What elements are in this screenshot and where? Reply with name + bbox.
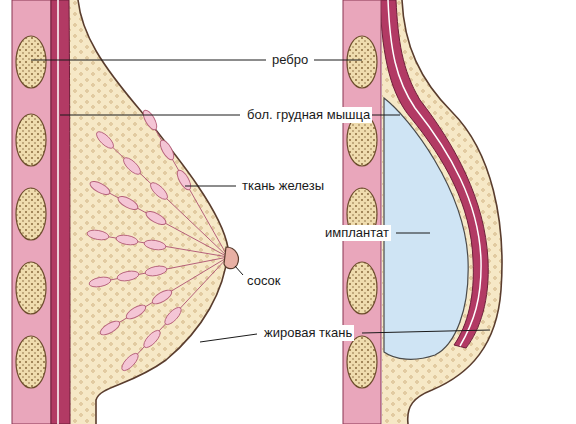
lobule: [88, 275, 111, 288]
part-label: ребро: [270, 52, 310, 68]
leader-line: [396, 233, 430, 234]
leader-line: [314, 60, 362, 61]
gland-ducts: [98, 120, 228, 362]
lobule: [162, 305, 184, 327]
rib: [347, 262, 377, 314]
lobule: [88, 179, 112, 197]
gland-lobules: [86, 108, 193, 373]
part-label: ткань железы: [240, 178, 326, 194]
leader-line: [235, 266, 243, 275]
rib: [16, 336, 46, 388]
lobule: [121, 155, 143, 177]
muscle-fascia: [57, 0, 59, 424]
part-label: сосок: [245, 273, 282, 289]
lobule: [144, 264, 167, 277]
lobule: [86, 229, 109, 242]
rib: [347, 36, 377, 88]
leader-line: [362, 330, 490, 333]
lobule: [175, 168, 194, 192]
part-label: имплантат: [323, 225, 391, 241]
lobule: [94, 129, 116, 151]
intercostal-band: [12, 0, 51, 424]
lobule: [158, 138, 177, 162]
part-label: жировая ткань: [262, 325, 354, 341]
leader-lines: [31, 60, 490, 342]
duct: [105, 140, 228, 257]
leader-line: [370, 115, 400, 116]
lobule: [119, 351, 141, 373]
leader-line: [60, 115, 240, 116]
lobule: [98, 318, 121, 337]
leader-line: [31, 60, 266, 61]
lobule: [141, 108, 160, 132]
natural-breast: [12, 0, 238, 424]
lobule: [116, 194, 140, 212]
lobule: [150, 287, 173, 306]
pectoralis-muscle: [51, 0, 70, 424]
intercostal-band: [343, 0, 381, 424]
duct: [110, 257, 228, 328]
skin-outline: [78, 0, 228, 424]
part-label: бол. грудная мышца: [245, 107, 372, 123]
rib: [16, 36, 46, 88]
lobule: [116, 269, 139, 282]
rib: [16, 262, 46, 314]
lobule: [124, 302, 147, 321]
rib: [16, 188, 46, 240]
rib: [16, 114, 46, 166]
lobule: [141, 328, 163, 350]
leader-line: [185, 186, 236, 187]
muscle-fascia: [388, 0, 481, 346]
nipple: [224, 247, 238, 269]
lobule: [144, 209, 168, 227]
lobule: [115, 234, 138, 247]
leader-line: [200, 334, 257, 342]
lobule: [148, 180, 170, 202]
ribs: [16, 36, 46, 388]
breast-with-implant: [343, 0, 502, 424]
fat-tissue: [68, 0, 228, 424]
lobule: [143, 239, 166, 252]
rib: [347, 336, 377, 388]
pectoralis-muscle: [380, 0, 488, 348]
